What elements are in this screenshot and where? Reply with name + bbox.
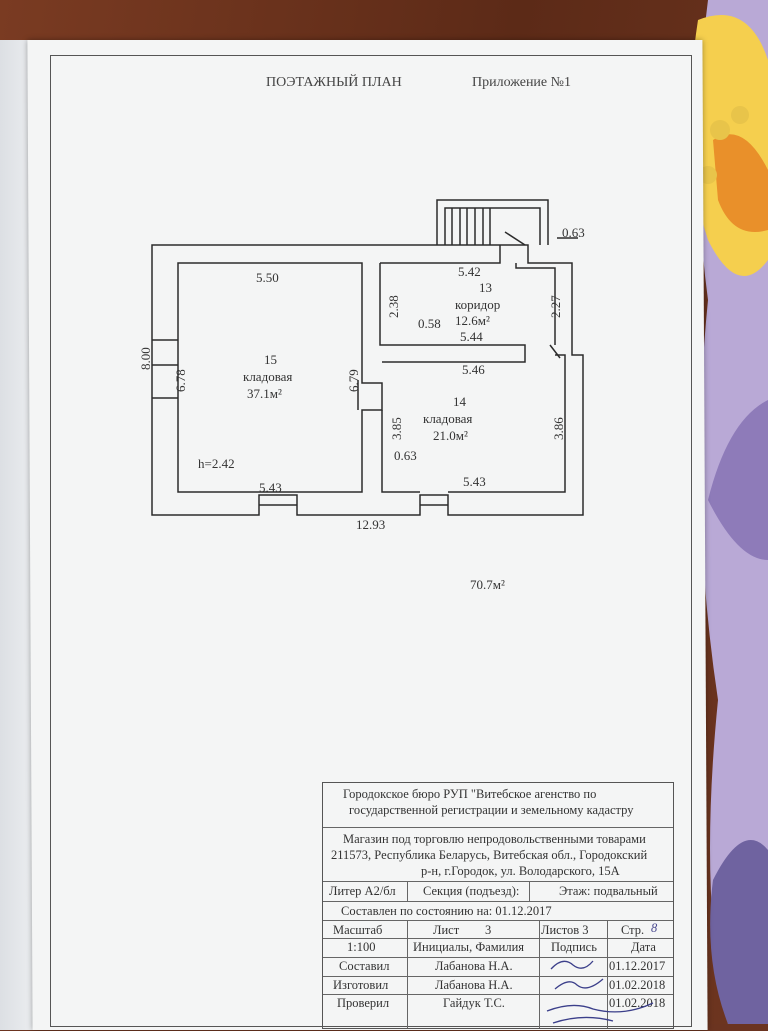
page-title: ПОЭТАЖНЫЙ ПЛАН (266, 75, 402, 90)
dim-corridor-stub: 0.58 (418, 316, 441, 331)
room13-area: 12.6м² (455, 313, 490, 328)
row-checked-name: Гайдук Т.С. (443, 996, 505, 1010)
object-name: Магазин под торговлю непродовольственным… (343, 832, 646, 846)
page-value: 8 (651, 921, 658, 935)
dim-overall-width: 12.93 (356, 517, 386, 532)
row-made-role: Изготовил (333, 978, 389, 992)
window-left (152, 339, 178, 399)
dim-room14-right: 3.86 (551, 417, 566, 440)
title-block: Городокское бюро РУП "Витебское агенство… (322, 782, 674, 1029)
bureau-line-2: государственной регистрации и земельному… (349, 803, 634, 817)
room15-number: 15 (264, 352, 277, 367)
dim-room15-left: 6.78 (173, 369, 188, 392)
room14-area: 21.0м² (433, 428, 468, 443)
bureau-line-1: Городокское бюро РУП "Витебское агенство… (343, 787, 597, 801)
dim-top-right: 0.63 (562, 225, 585, 240)
dim-corridor-top: 5.42 (458, 264, 481, 279)
room13-name: коридор (455, 297, 501, 312)
address-line-1: 211573, Республика Беларусь, Витебская о… (331, 848, 648, 862)
dim-corridor-bottom: 5.44 (460, 329, 483, 344)
liter: Литер А2/бл (329, 884, 396, 898)
floor: Этаж: подвальный (559, 884, 658, 898)
dim-room15-top: 5.50 (256, 270, 279, 285)
state-date: Составлен по состоянию на: 01.12.2017 (341, 904, 552, 918)
row-made-name: Лабанова Н.А. (435, 978, 513, 992)
dim-room14-stub: 0.63 (394, 448, 417, 463)
signature-label: Подпись (551, 940, 597, 954)
scale-label: Масштаб (333, 923, 383, 937)
scale-value: 1:100 (347, 940, 376, 954)
stairs (436, 199, 549, 245)
room15-name: кладовая (243, 369, 293, 384)
section: Секция (подъезд): (423, 884, 520, 898)
dim-room14-top: 5.46 (462, 362, 485, 377)
inner-wall-room14 (381, 354, 566, 493)
sheets-label: Листов 3 (541, 923, 589, 937)
total-area: 70.7м² (470, 577, 505, 592)
room14-name: кладовая (423, 411, 473, 426)
dim-corridor-right: 2.27 (548, 295, 563, 318)
row-checked-role: Проверил (337, 996, 390, 1010)
dim-corridor-left: 2.38 (386, 295, 401, 318)
dim-room15-bottom: 5.43 (259, 480, 282, 495)
row-composed-role: Составил (339, 959, 390, 973)
appendix-label: Приложение №1 (472, 75, 571, 90)
ceiling-height: h=2.42 (198, 456, 235, 471)
date-label: Дата (631, 940, 656, 954)
dim-room14-bottom: 5.43 (463, 474, 486, 489)
initials-label: Инициалы, Фамилия (413, 940, 525, 954)
address-line-2: р-н, г.Городок, ул. Володарского, 15А (421, 864, 620, 878)
dim-room15-right: 6.79 (346, 369, 361, 392)
room14-number: 14 (453, 394, 466, 409)
door-swing (504, 231, 561, 359)
row-composed-date: 01.12.2017 (609, 959, 666, 973)
page-label: Стр. (621, 923, 645, 937)
room15-area: 37.1м² (247, 386, 282, 401)
outer-wall (151, 244, 584, 516)
dim-outer-left: 8.00 (138, 347, 153, 370)
inner-wall-corridor (379, 245, 556, 363)
sheet-label: Лист (433, 923, 460, 937)
sheet-value: 3 (485, 923, 492, 937)
dim-room14-left: 3.85 (389, 417, 404, 440)
row-checked-date: 01.02.2018 (609, 996, 666, 1010)
decorative-flower-illustration (690, 0, 768, 1024)
handwritten-signatures (546, 960, 654, 1024)
row-made-date: 01.02.2018 (609, 978, 666, 992)
room13-number: 13 (479, 280, 492, 295)
row-composed-name: Лабанова Н.А. (435, 959, 513, 973)
